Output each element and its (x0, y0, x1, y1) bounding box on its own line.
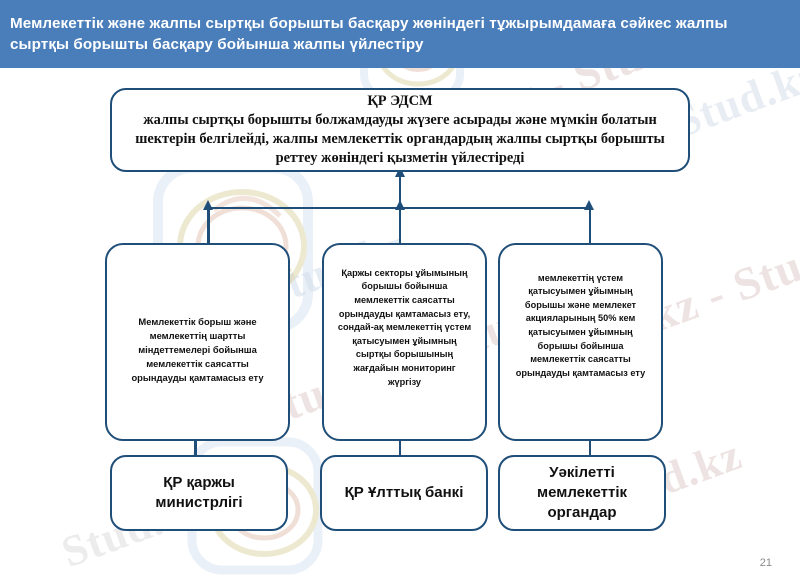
page-title-line-1: Мемлекеттік және жалпы сыртқы борышты ба… (10, 15, 617, 32)
slide-header-banner: Мемлекеттік және жалпы сыртқы борышты ба… (0, 0, 800, 68)
bottom-box-authorized-bodies: Уәкілетті мемлекеттік органдар (498, 455, 666, 531)
middle-box-3-text: мемлекеттің үстем қатысуымен ұйымның бор… (515, 272, 646, 378)
middle-box-3: мемлекеттің үстем қатысуымен ұйымның бор… (498, 243, 663, 441)
connector-bus-to-middle-box-1 (207, 207, 210, 245)
connector-middle-1-to-bottom-1 (194, 438, 197, 460)
middle-box-2-wrap: Қаржы секторы ұйымының борышы бойынша ме… (324, 267, 485, 389)
middle-box-2-text: Қаржы секторы ұйымының борышы бойынша ме… (337, 267, 472, 387)
connector-center-to-top-box (398, 174, 402, 208)
top-box-edsm: ҚР ЭДСМ жалпы сыртқы борышты болжамдауды… (110, 88, 690, 172)
page-title: Мемлекеттік және жалпы сыртқы борышты ба… (0, 13, 800, 55)
middle-box-2: Қаржы секторы ұйымының борышы бойынша ме… (322, 243, 487, 441)
middle-box-1: Мемлекеттік борыш және мемлекеттің шартт… (105, 243, 290, 441)
bottom-box-finance-ministry: ҚР қаржы министрлігі (110, 455, 288, 531)
bottom-box-3-text: Уәкілетті мемлекеттік органдар (536, 464, 628, 521)
arrowhead-up-middle-box-2 (394, 200, 405, 210)
middle-box-1-text: Мемлекеттік борыш және мемлекеттің шартт… (131, 316, 264, 383)
bottom-box-national-bank: ҚР Ұлттық банкі (320, 455, 488, 531)
connector-middle-2-to-bottom-2 (398, 438, 402, 460)
middle-box-1-wrap: Мемлекеттік борыш және мемлекеттің шартт… (107, 315, 288, 385)
bottom-box-2-text: ҚР Ұлттық банкі (344, 484, 464, 501)
top-box-body: жалпы сыртқы борышты болжамдауды жүзеге … (135, 112, 665, 166)
page-number: 21 (759, 557, 772, 569)
arrowhead-up-middle-box-3 (584, 200, 595, 210)
middle-box-3-wrap: мемлекеттің үстем қатысуымен ұйымның бор… (500, 272, 661, 381)
connector-bus-to-middle-box-3 (588, 207, 592, 245)
page-title-line-2: сәйкес жалпы сыртқы борышты басқару бойы… (10, 15, 728, 53)
top-box-content: ҚР ЭДСМ жалпы сыртқы борышты болжамдауды… (112, 92, 688, 168)
connector-bus-to-middle-box-2 (398, 207, 402, 245)
bottom-box-1-text: ҚР қаржы министрлігі (155, 474, 243, 511)
top-box-title: ҚР ЭДСМ (367, 93, 433, 109)
arrowhead-up-to-top-box (394, 167, 405, 177)
arrowhead-up-middle-box-1 (202, 200, 213, 210)
connector-middle-3-to-bottom-3 (588, 438, 592, 460)
